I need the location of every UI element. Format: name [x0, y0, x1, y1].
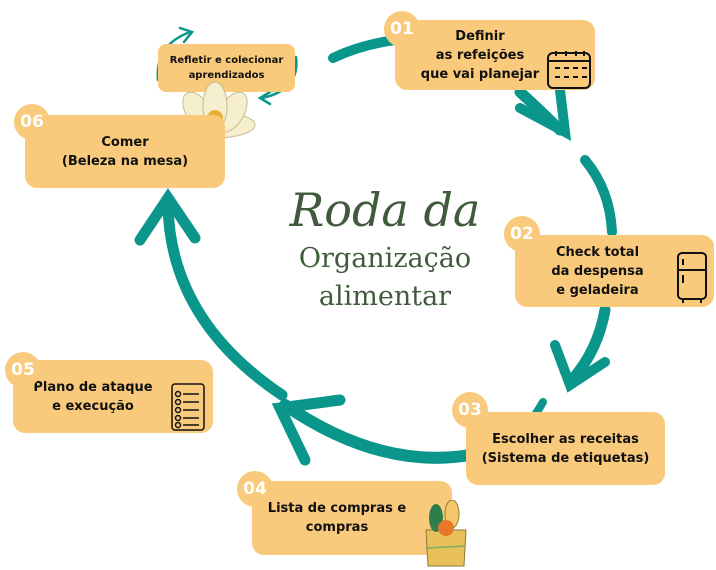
- reflect-text: Refletir e colecionar aprendizados: [169, 55, 284, 81]
- step-04-text: Lista de compras e compras: [267, 501, 407, 535]
- fridge-icon: [677, 252, 707, 303]
- calendar-icon: [547, 51, 591, 89]
- arrowhead-02-03: [550, 340, 610, 393]
- arrow-02-03: [566, 304, 611, 386]
- step-04-badge: 04: [237, 471, 273, 507]
- step-03-box: Escolher as receitas (Sistema de etiquet…: [466, 412, 665, 485]
- step-02-text: Check total da despensa e geladeira: [551, 244, 644, 298]
- step-02-badge: 02: [504, 216, 540, 252]
- arrowhead-05-06: [134, 188, 201, 246]
- arrow-05-06: [162, 199, 288, 401]
- title-sub: Organização alimentar: [298, 243, 472, 312]
- arrowhead-03-05: [271, 394, 346, 466]
- arrowhead-01-02: [515, 85, 572, 141]
- step-05-badge: 05: [5, 352, 41, 388]
- step-01-badge: 01: [384, 11, 420, 47]
- arrow-right-upper: [580, 155, 617, 237]
- arrow-03-05: [279, 399, 476, 464]
- step-05-text: Plano de ataque e execução: [33, 379, 153, 414]
- checklist-icon: [171, 383, 205, 431]
- step-01-text: Definir as refeições que vai planejar: [420, 28, 540, 82]
- grocery-bag-icon: [425, 500, 467, 567]
- step-03-text: Escolher as receitas (Sistema de etiquet…: [481, 431, 650, 466]
- step-06-badge: 06: [14, 104, 50, 140]
- reflect-box: Refletir e colecionar aprendizados: [158, 44, 295, 92]
- step-01-box: Definir as refeições que vai planejar: [395, 20, 595, 90]
- step-04-box: Lista de compras e compras: [252, 481, 452, 555]
- step-06-box: Comer (Beleza na mesa): [25, 115, 225, 188]
- step-06-text: Comer (Beleza na mesa): [61, 134, 189, 169]
- title-main: Roda da: [289, 183, 481, 237]
- arrow-top: [328, 35, 400, 63]
- step-03-badge: 03: [452, 392, 488, 428]
